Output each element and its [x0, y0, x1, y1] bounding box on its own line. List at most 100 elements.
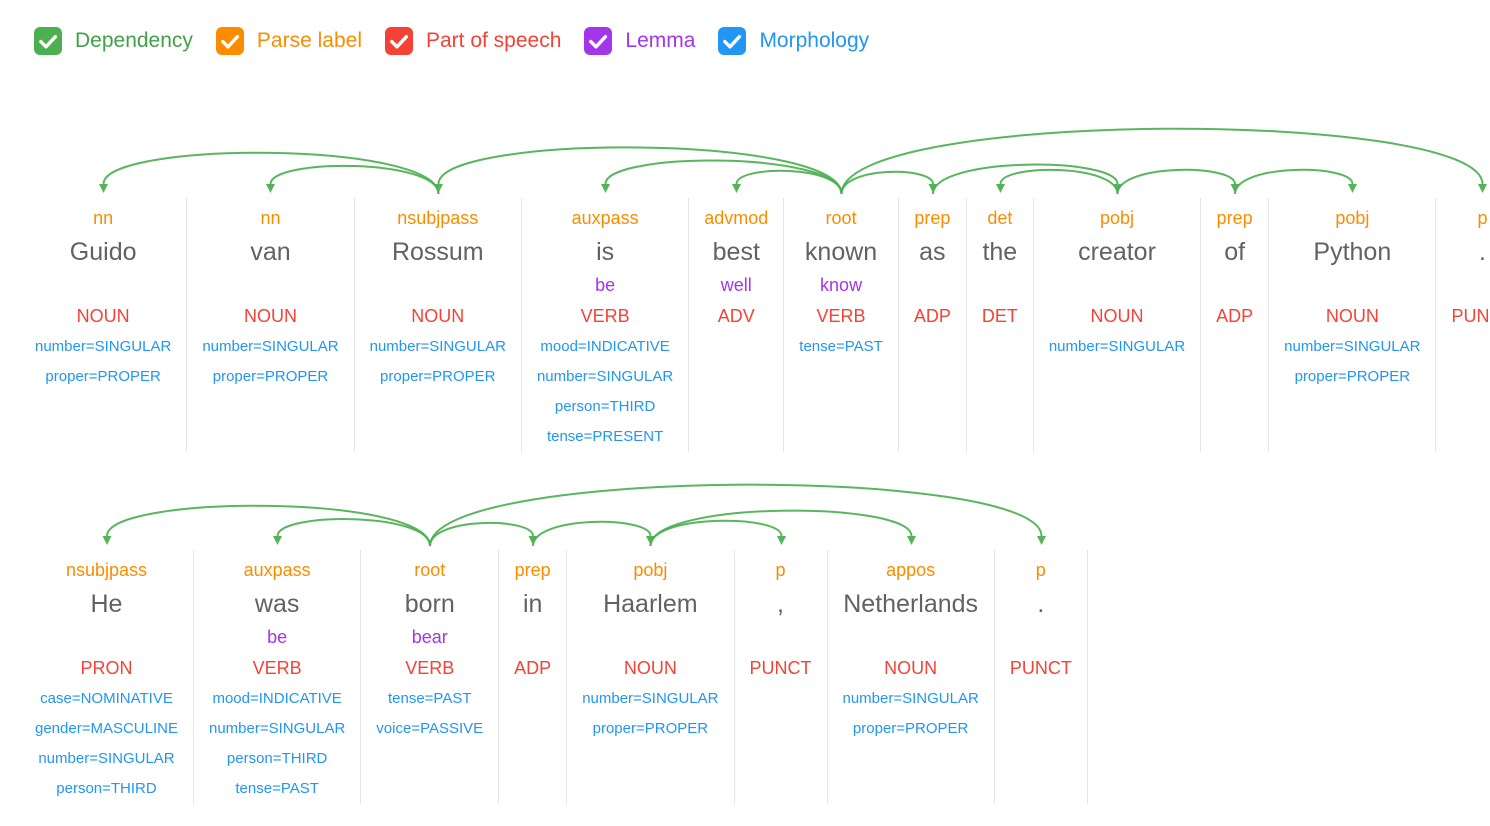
- token-pos: PRON: [80, 658, 133, 678]
- token-lemma: [1010, 622, 1072, 652]
- token-word: Haarlem: [603, 590, 698, 618]
- token-pos: VERB: [252, 658, 302, 678]
- token-pos: ADP: [913, 306, 951, 326]
- morph-feature: person=THIRD: [56, 780, 157, 797]
- token-lemma: [843, 622, 979, 652]
- morph-feature: person=THIRD: [226, 750, 328, 767]
- token-column: p,PUNCT: [735, 550, 828, 804]
- token-lemma: bear: [411, 627, 448, 647]
- morph-feature: tense=PAST: [235, 780, 319, 797]
- token-pos: ADP: [514, 658, 552, 678]
- parse-label: p: [1035, 560, 1046, 580]
- token-pos: NOUN: [884, 658, 938, 678]
- token-lemma: [370, 270, 506, 300]
- token-lemma: [582, 622, 718, 652]
- token-word: as: [919, 238, 946, 266]
- checkbox-checked-icon[interactable]: [584, 27, 613, 55]
- token-lemma: [514, 622, 551, 652]
- morph-feature: number=SINGULAR: [1284, 338, 1421, 355]
- toggle-parse-label[interactable]: Parse label: [215, 27, 362, 55]
- token-lemma: [1451, 270, 1490, 300]
- display-controls: Dependency Parse label Part of speech Lemma…: [0, 0, 1490, 56]
- token-pos: DET: [981, 306, 1018, 326]
- token-pos: ADV: [717, 306, 755, 326]
- parse-label: pobj: [633, 560, 668, 580]
- morph-feature: proper=PROPER: [1294, 368, 1411, 385]
- toggle-lemma[interactable]: Lemma: [584, 27, 695, 55]
- token-pos: PUNCT: [749, 658, 812, 678]
- toggle-label: Morphology: [759, 29, 870, 52]
- token-lemma: [914, 270, 951, 300]
- token-pos: NOUN: [1325, 306, 1379, 326]
- morph-feature: number=SINGULAR: [202, 338, 339, 355]
- parse-label: prep: [1216, 208, 1253, 228]
- toggle-part-of-speech[interactable]: Part of speech: [384, 27, 562, 55]
- token-word: ,: [777, 590, 784, 618]
- dependency-arcs: [102, 483, 1046, 547]
- toggle-label: Parse label: [256, 29, 362, 52]
- token-word: Python: [1313, 238, 1392, 266]
- morph-feature: mood=INDICATIVE: [212, 690, 342, 707]
- parse-label: root: [414, 560, 446, 580]
- token-column: p.PUNCT: [995, 550, 1088, 804]
- token-lemma: [982, 270, 1018, 300]
- toggle-label: Part of speech: [425, 29, 562, 52]
- token-word: .: [1479, 238, 1486, 266]
- token-pos: NOUN: [623, 658, 677, 678]
- morph-feature: tense=PRESENT: [546, 428, 664, 445]
- parse-label: auxpass: [243, 560, 311, 580]
- parse-label: prep: [514, 560, 551, 580]
- morph-features: tense=PAST: [799, 332, 883, 362]
- token-word: creator: [1078, 238, 1156, 266]
- morph-features: mood=INDICATIVE number=SINGULAR person=THI…: [537, 332, 673, 452]
- token-column: p.PUNCT: [1436, 198, 1490, 452]
- token-word: best: [712, 238, 760, 266]
- checkbox-checked-icon[interactable]: [215, 27, 244, 55]
- morph-features: number=SINGULAR proper=PROPER: [202, 332, 338, 392]
- token-pos: NOUN: [76, 306, 130, 326]
- parse-label: pobj: [1099, 208, 1135, 228]
- token-lemma: [202, 270, 338, 300]
- morph-feature: proper=PROPER: [212, 368, 329, 385]
- morph-feature: case=NOMINATIVE: [40, 690, 173, 707]
- token-pos: VERB: [816, 306, 866, 326]
- token-word: .: [1037, 590, 1045, 618]
- checkbox-checked-icon[interactable]: [384, 27, 413, 55]
- toggle-morphology[interactable]: Morphology: [718, 27, 869, 55]
- morph-feature: number=SINGULAR: [536, 368, 674, 385]
- token-lemma: be: [267, 627, 288, 647]
- parse-label: auxpass: [571, 208, 639, 228]
- token-lemma: [1284, 270, 1420, 300]
- token-word: the: [982, 238, 1018, 266]
- morph-feature: number=SINGULAR: [1048, 338, 1186, 355]
- token-word: Netherlands: [843, 590, 979, 618]
- checkbox-checked-icon[interactable]: [718, 27, 747, 55]
- checkbox-checked-icon[interactable]: [34, 27, 62, 55]
- morph-feature: proper=PROPER: [45, 368, 161, 385]
- morph-feature: number=SINGULAR: [208, 720, 346, 737]
- morph-feature: person=THIRD: [554, 398, 656, 415]
- morph-feature: mood=INDICATIVE: [540, 338, 670, 355]
- morph-feature: number=SINGULAR: [369, 338, 506, 355]
- token-pos: NOUN: [243, 306, 297, 326]
- toggle-dependency[interactable]: Dependency: [34, 27, 193, 55]
- parse-label: appos: [886, 560, 936, 580]
